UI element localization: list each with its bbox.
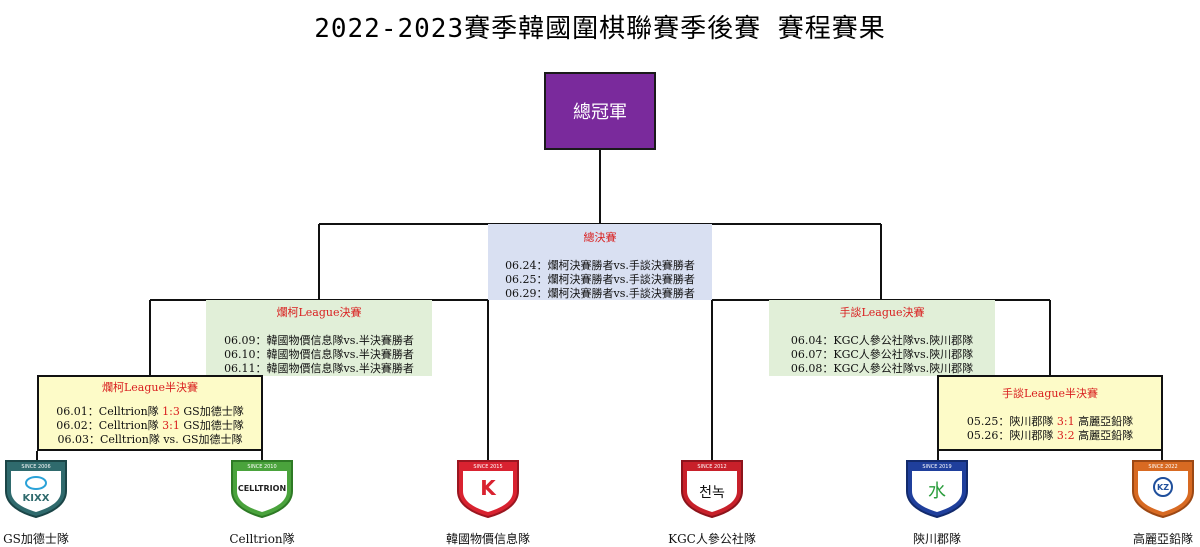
svg-text:SINCE 2012: SINCE 2012 (697, 464, 726, 470)
semi-right-match-3: 06.08：KGC人參公社隊vs.陝川郡隊 (790, 362, 974, 375)
qf-right-score-1: 3:1 (1056, 415, 1075, 428)
team-logo-hapcheon: SINCE 2019 水 (877, 457, 997, 519)
svg-text:SINCE 2006: SINCE 2006 (21, 464, 50, 470)
qf-right-score-2: 3:2 (1056, 429, 1075, 442)
semi-right-match-2: 06.07：KGC人參公社隊vs.陝川郡隊 (790, 348, 974, 361)
kpi-logo-icon: SINCE 2015 K (457, 460, 519, 519)
svg-text:CELLTRION: CELLTRION (238, 484, 286, 493)
champion-label: 總冠軍 (573, 102, 627, 123)
qf-right-match-2: 05.26：陝川郡隊 3:2 高麗亞鉛隊 (966, 429, 1134, 442)
svg-text:SINCE 2010: SINCE 2010 (247, 464, 276, 470)
svg-text:水: 水 (928, 481, 946, 502)
svg-text:SINCE 2019: SINCE 2019 (922, 464, 951, 470)
team-name-korea-zinc: 高麗亞鉛隊 (1132, 532, 1193, 546)
semi-right-match-1: 06.04：KGC人參公社隊vs.陝川郡隊 (790, 334, 974, 347)
semi-left-match-2: 06.10：韓國物價信息隊vs.半決賽勝者 (224, 348, 414, 361)
team-name-celltrion: Celltrion隊 (229, 532, 295, 546)
team-logo-korea-zinc: SINCE 2022 KZ (1103, 457, 1200, 519)
kgc-logo-icon: SINCE 2012 천녹 (681, 460, 743, 519)
final-match-1: 06.24：爛柯決賽勝者vs.手談決賽勝者 (505, 259, 695, 272)
svg-text:KZ: KZ (1157, 483, 1169, 492)
qf-right-match-1: 05.25：陝川郡隊 3:1 高麗亞鉛隊 (966, 415, 1134, 428)
final-match-3: 06.29：爛柯決賽勝者vs.手談決賽勝者 (505, 287, 695, 300)
team-logo-celltrion: SINCE 2010 CELLTRION (202, 457, 322, 519)
semi-left-match-1: 06.09：韓國物價信息隊vs.半決賽勝者 (224, 334, 414, 347)
celltrion-logo-icon: SINCE 2010 CELLTRION (231, 460, 293, 519)
qf-right-box: 手談League半決賽 05.25：陝川郡隊 3:1 高麗亞鉛隊 05.26：陝… (937, 375, 1163, 451)
team-name-hapcheon: 陝川郡隊 (912, 532, 961, 546)
hapcheon-logo-icon: SINCE 2019 水 (906, 460, 968, 519)
qf-left-score-3: vs. (163, 433, 179, 446)
team-logo-gs: SINCE 2006 KIXX (0, 457, 96, 519)
gs-caltex-logo-icon: SINCE 2006 KIXX (5, 460, 67, 519)
qf-left-match-1: 06.01：Celltrion隊 1:3 GS加德士隊 (56, 405, 244, 418)
svg-text:천녹: 천녹 (699, 485, 725, 501)
final-heading: 總決賽 (583, 231, 617, 244)
team-logo-kgc: SINCE 2012 천녹 (652, 457, 772, 519)
svg-text:KIXX: KIXX (23, 493, 50, 504)
final-match-2: 06.25：爛柯決賽勝者vs.手談決賽勝者 (505, 273, 695, 286)
korea-zinc-logo-icon: SINCE 2022 KZ (1132, 460, 1194, 519)
qf-left-box: 爛柯League半決賽 06.01：Celltrion隊 1:3 GS加德士隊 … (37, 375, 263, 451)
qf-left-match-2: 06.02：Celltrion隊 3:1 GS加德士隊 (56, 419, 244, 432)
team-name-kpi: 韓國物價信息隊 (445, 532, 530, 546)
qf-left-score-1: 1:3 (162, 405, 180, 418)
team-logo-kpi: SINCE 2015 K (428, 457, 548, 519)
qf-left-heading: 爛柯League半決賽 (101, 381, 198, 394)
svg-text:SINCE 2015: SINCE 2015 (473, 464, 502, 470)
semi-left-heading: 爛柯League決賽 (276, 306, 362, 319)
qf-left-score-2: 3:1 (162, 419, 180, 432)
team-name-gs: GS加德士隊 (3, 532, 69, 546)
semi-left-match-3: 06.11：韓國物價信息隊vs.半決賽勝者 (224, 362, 414, 375)
semi-right-box: 手談League決賽 06.04：KGC人參公社隊vs.陝川郡隊 06.07：K… (769, 300, 995, 376)
svg-text:K: K (480, 476, 497, 500)
final-box: 總決賽 06.24：爛柯決賽勝者vs.手談決賽勝者 06.25：爛柯決賽勝者vs… (488, 224, 712, 300)
svg-text:SINCE 2022: SINCE 2022 (1148, 464, 1177, 470)
semi-right-heading: 手談League決賽 (839, 306, 925, 319)
page-title: 2022-2023賽季韓國圍棋聯賽季後賽 賽程賽果 (314, 14, 886, 44)
semi-left-box: 爛柯League決賽 06.09：韓國物價信息隊vs.半決賽勝者 06.10：韓… (206, 300, 432, 376)
qf-left-match-3: 06.03：Celltrion隊 vs. GS加德士隊 (57, 433, 243, 446)
qf-right-heading: 手談League半決賽 (1001, 387, 1098, 400)
champion-box: 總冠軍 (544, 72, 656, 150)
team-name-kgc: KGC人參公社隊 (668, 532, 756, 546)
